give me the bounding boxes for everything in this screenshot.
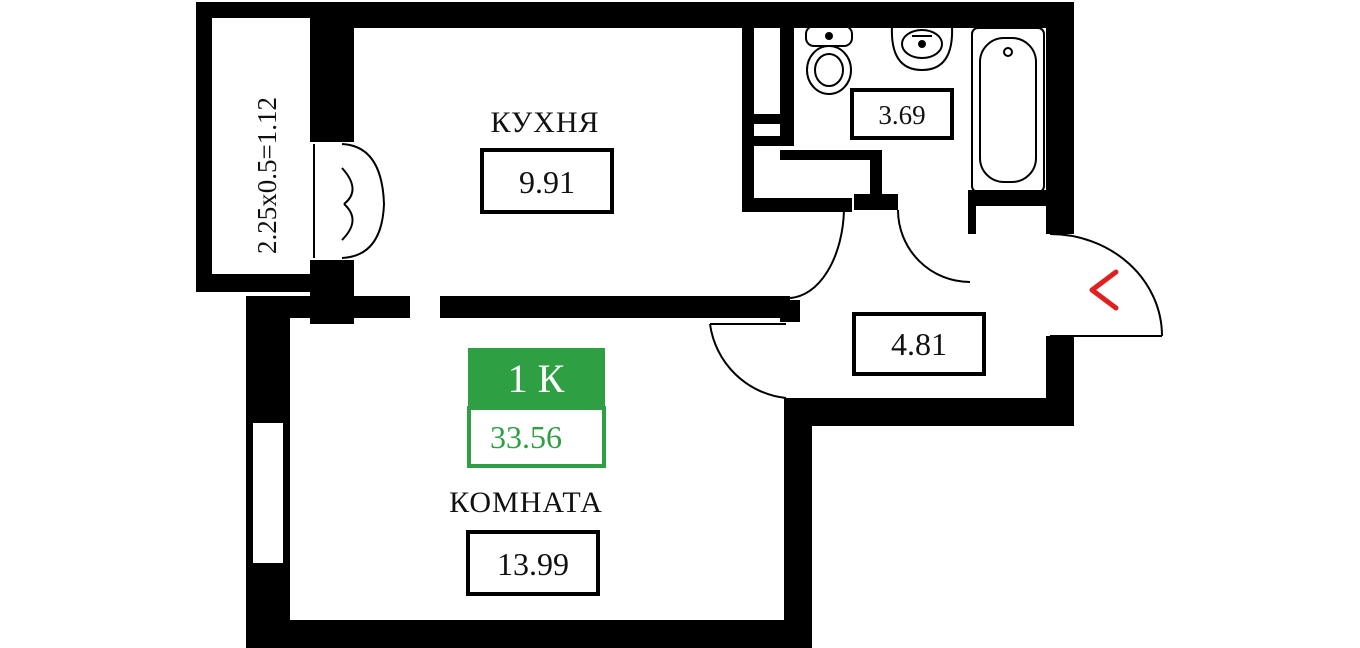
window-living-room (251, 421, 285, 565)
bathtub-icon (971, 27, 1045, 193)
total-area-box: 33.56 (467, 406, 606, 468)
entrance-arrow-icon (1089, 269, 1119, 311)
bathroom-area-box: 3.69 (850, 88, 954, 140)
walls (196, 2, 1074, 648)
bathroom-area-value: 3.69 (878, 100, 925, 130)
kitchen-area-box: 9.91 (480, 148, 614, 214)
balcony-label: 2.25x0.5=1.12 (252, 97, 282, 254)
toilet-icon (805, 25, 853, 95)
kitchen-label: КУХНЯ (491, 106, 600, 139)
apartment-type-value: 1 К (508, 356, 565, 401)
living-room-label: КОМНАТА (449, 486, 603, 519)
kitchen-area-value: 9.91 (519, 164, 575, 200)
apartment-type-badge: 1 К (468, 348, 605, 406)
total-area-value: 33.56 (490, 419, 562, 455)
doors (313, 143, 1163, 399)
living-room-area-box: 13.99 (466, 530, 600, 596)
hallway-area-box: 4.81 (852, 312, 986, 376)
hallway-area-value: 4.81 (891, 326, 947, 362)
sink-icon (890, 25, 954, 72)
living-room-area-value: 13.99 (497, 546, 569, 582)
